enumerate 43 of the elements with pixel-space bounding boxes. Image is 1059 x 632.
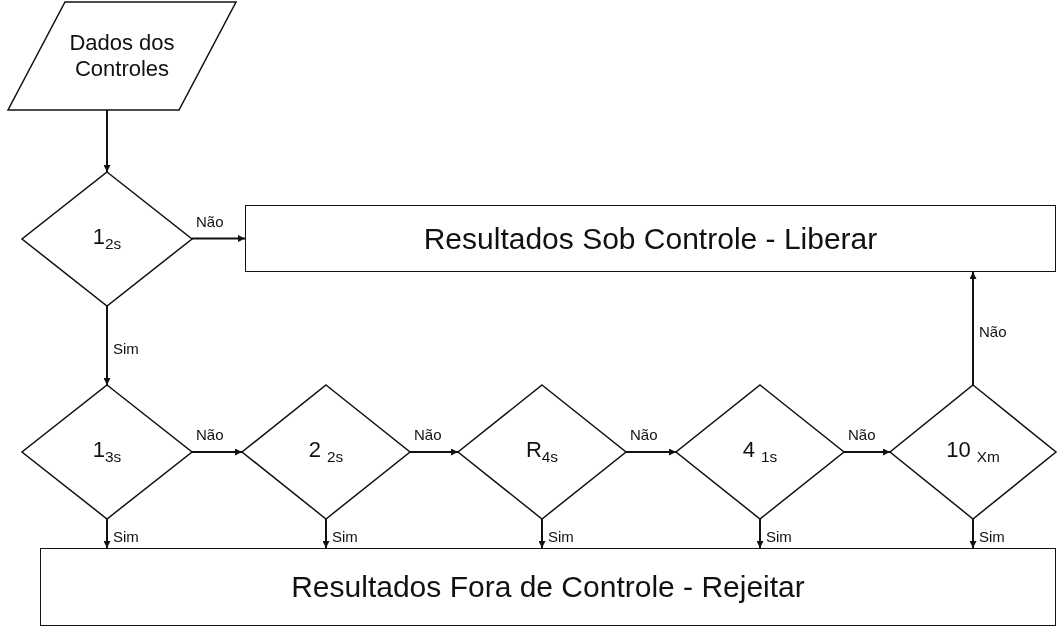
edge-label: Não: [848, 426, 876, 443]
decision-diamond: [890, 385, 1056, 519]
arrow: [103, 518, 111, 549]
node-text: 10 $_{Xm}$: [946, 437, 1000, 467]
input-parallelogram: [8, 2, 236, 110]
arrow: [969, 518, 977, 549]
edge-label: Sim: [766, 527, 792, 545]
arrow: [625, 448, 677, 456]
node-text: 2 $_{2s}$: [308, 437, 344, 467]
decision-diamond: [458, 385, 626, 519]
node-text: R$_{4s}$: [525, 437, 559, 467]
edge-label: Não: [630, 426, 658, 443]
node-text: 1$_{2s}$: [92, 224, 122, 254]
node-text: Resultados Fora de Controle - Rejeitar: [291, 569, 805, 605]
decision-diamond: [676, 385, 844, 519]
arrow: [756, 518, 764, 549]
arrow: [538, 518, 546, 549]
arrow: [843, 448, 891, 456]
edge-label: Sim: [548, 527, 574, 545]
edge-label: Sim: [113, 527, 139, 545]
arrow: [969, 271, 977, 386]
arrow: [322, 518, 330, 549]
node-text: Resultados Sob Controle - Liberar: [423, 220, 878, 257]
edge-label: Não: [979, 322, 1007, 340]
node-text: 1$_{3s}$: [92, 437, 122, 467]
arrow: [191, 235, 246, 242]
decision-diamond: [242, 385, 410, 519]
process-box: [245, 205, 1056, 272]
arrow: [409, 448, 459, 456]
edge-label: Sim: [979, 527, 1005, 545]
edge-label: Sim: [113, 339, 139, 357]
decision-diamond: [22, 385, 192, 519]
process-box: [40, 548, 1056, 626]
decision-diamond: [22, 172, 192, 306]
node-text: Dados dos Controles: [68, 29, 176, 83]
edge-label: Não: [196, 426, 224, 443]
edge-label: Não: [196, 212, 224, 230]
edge-label: Não: [414, 426, 442, 443]
arrow: [103, 305, 111, 386]
edge-label: Sim: [332, 527, 358, 545]
arrow: [191, 448, 243, 456]
arrow: [103, 109, 111, 173]
node-text: 4 $_{1s}$: [742, 437, 778, 467]
